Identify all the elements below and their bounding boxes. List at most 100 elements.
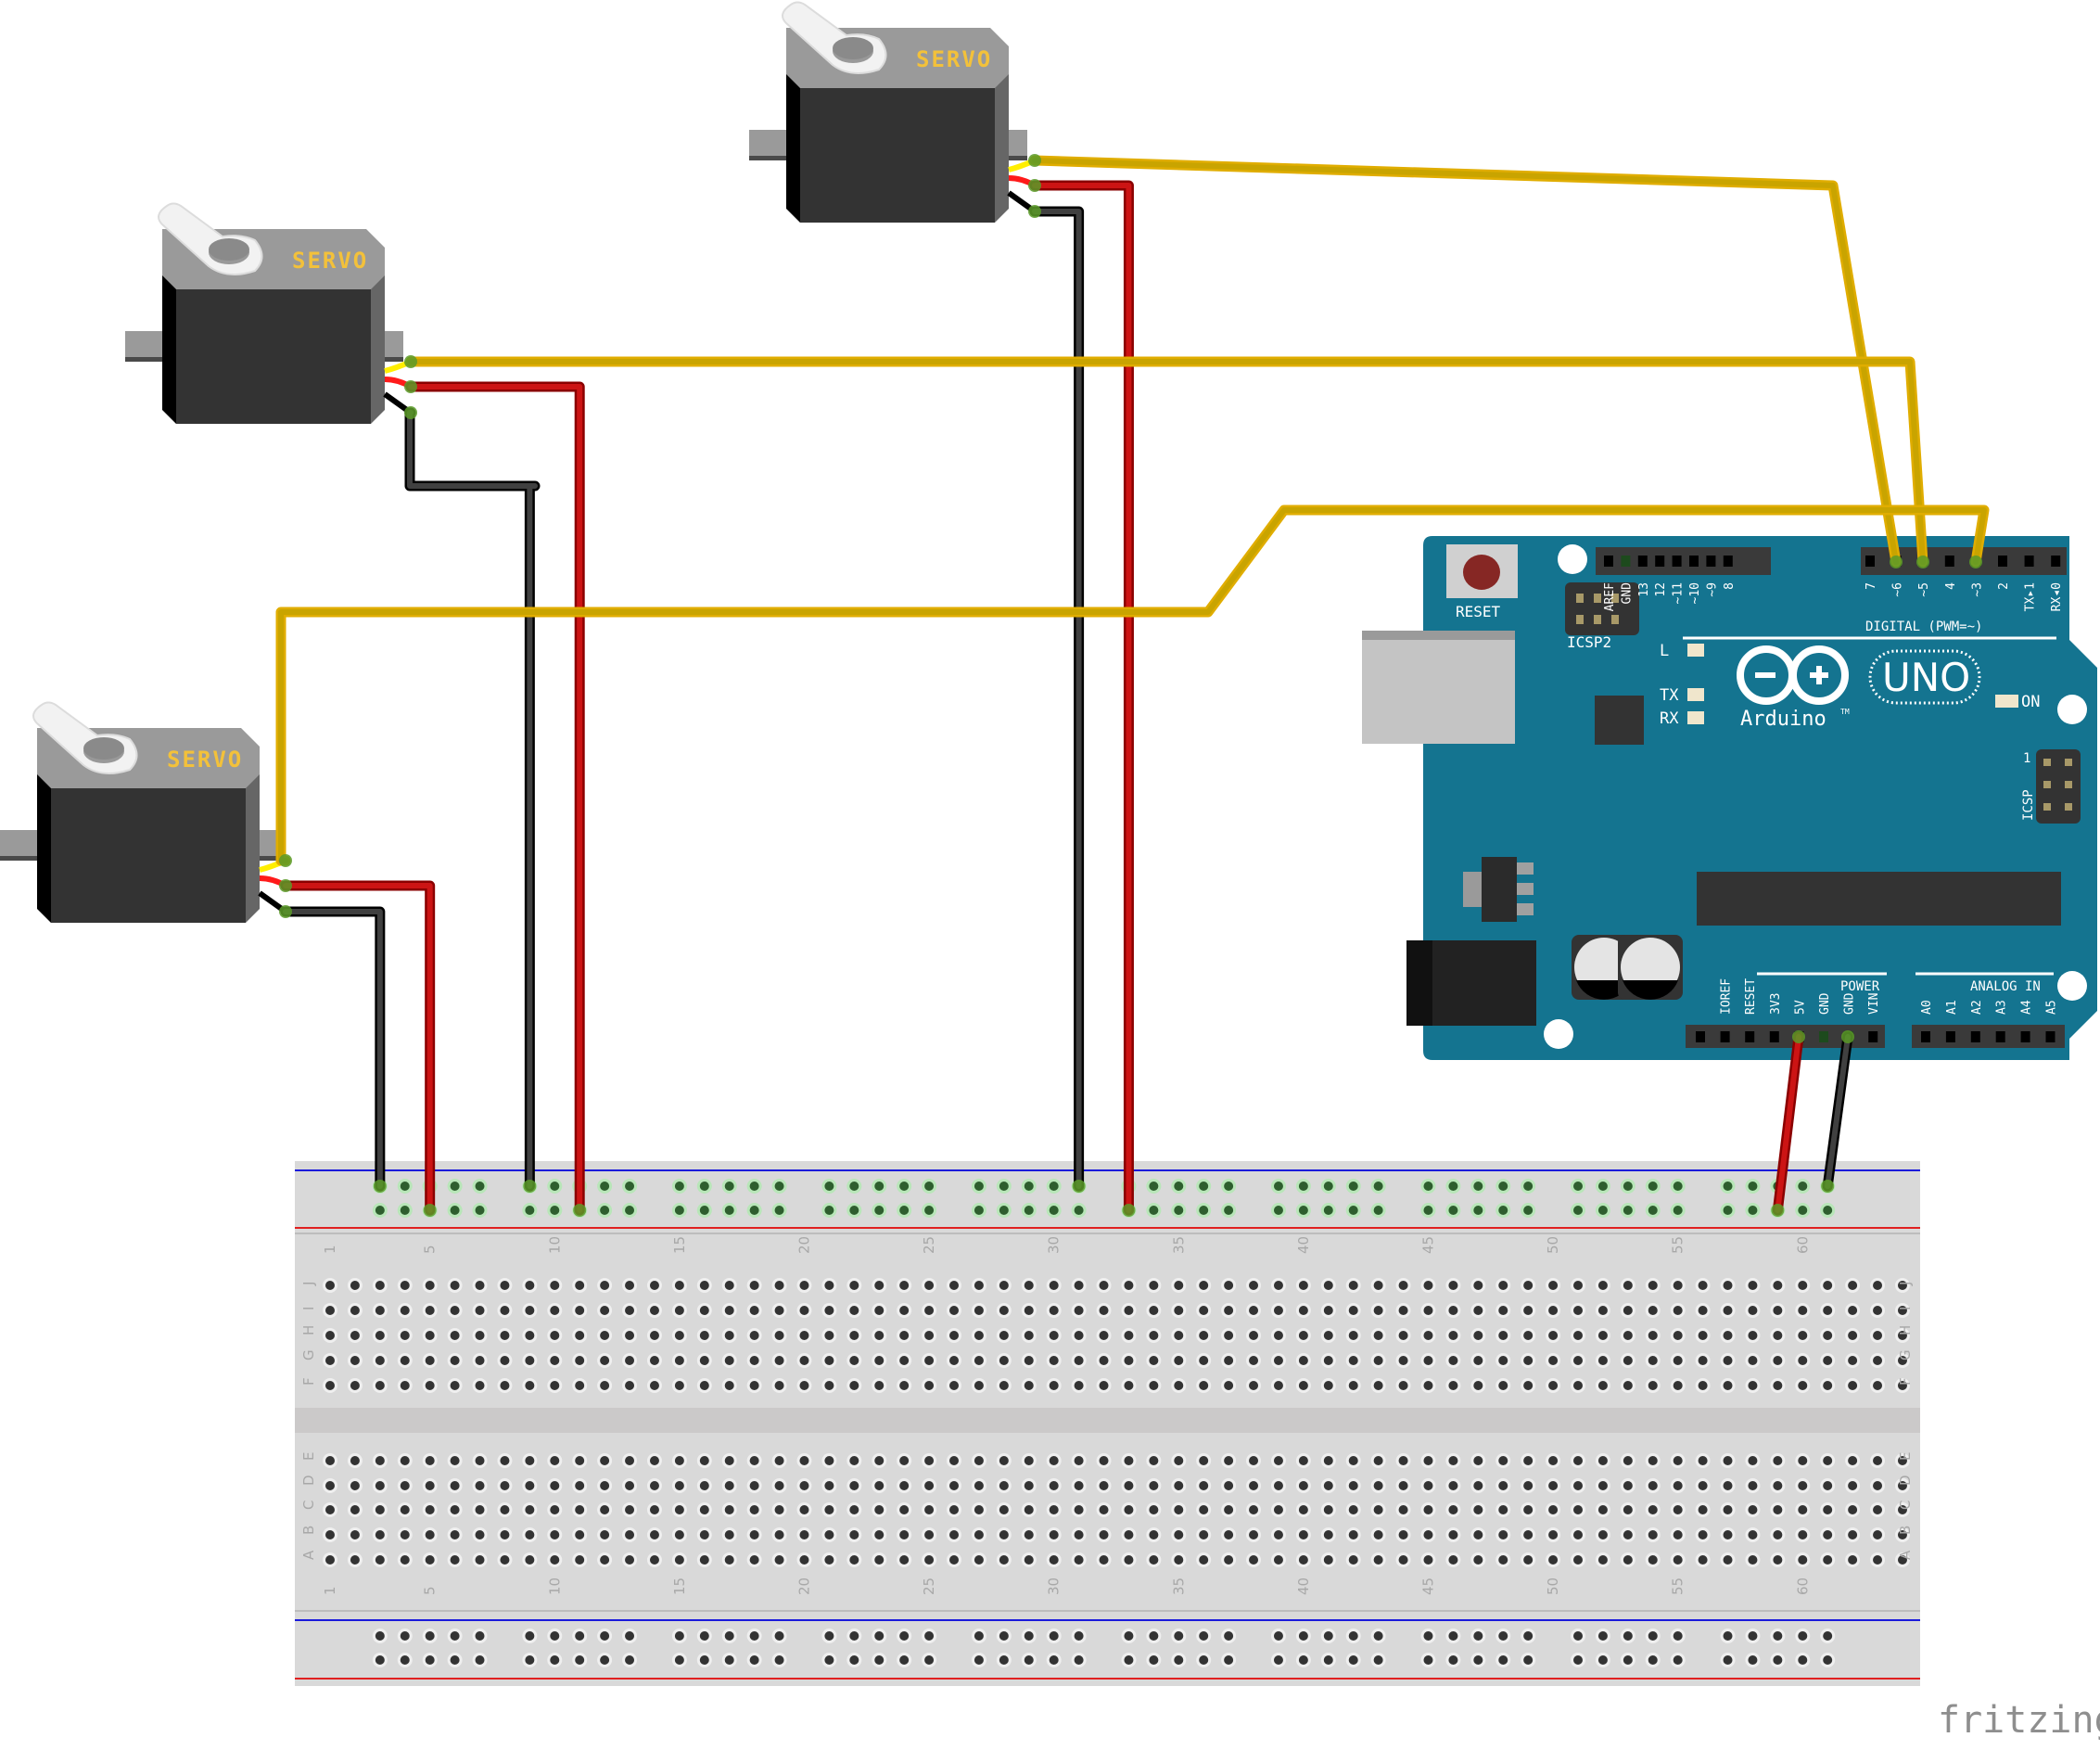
hole[interactable] (500, 1281, 510, 1290)
hole[interactable] (1823, 1555, 1833, 1565)
hole[interactable] (1298, 1505, 1308, 1514)
hole[interactable] (674, 1555, 684, 1565)
wire-endpoint[interactable] (1821, 1180, 1835, 1193)
hole[interactable] (774, 1631, 784, 1641)
hole[interactable] (1748, 1555, 1758, 1565)
hole[interactable] (1723, 1631, 1733, 1641)
hole[interactable] (724, 1182, 734, 1191)
hole[interactable] (1373, 1505, 1383, 1514)
hole[interactable] (325, 1381, 335, 1390)
hole[interactable] (425, 1381, 435, 1390)
hole[interactable] (1049, 1331, 1059, 1340)
hole[interactable] (1523, 1505, 1534, 1514)
hole[interactable] (874, 1456, 885, 1465)
hole[interactable] (899, 1281, 910, 1290)
hole[interactable] (1249, 1481, 1259, 1490)
hole[interactable] (550, 1331, 560, 1340)
hole[interactable] (1323, 1306, 1333, 1315)
hole[interactable] (649, 1306, 659, 1315)
hole[interactable] (1773, 1555, 1783, 1565)
ground-wire[interactable] (1032, 209, 1082, 1189)
hole[interactable] (525, 1456, 535, 1465)
hole[interactable] (625, 1456, 635, 1465)
hole[interactable] (1523, 1655, 1534, 1665)
hole[interactable] (899, 1306, 910, 1315)
hole[interactable] (774, 1381, 784, 1390)
hole[interactable] (1199, 1631, 1209, 1641)
hole[interactable] (774, 1481, 784, 1490)
hole[interactable] (1473, 1356, 1483, 1365)
hole[interactable] (1698, 1356, 1708, 1365)
hole[interactable] (1798, 1356, 1808, 1365)
wire-endpoint[interactable] (404, 355, 417, 368)
hole[interactable] (674, 1331, 684, 1340)
hole[interactable] (475, 1555, 485, 1565)
hole[interactable] (849, 1655, 859, 1665)
hole[interactable] (749, 1655, 759, 1665)
hole[interactable] (1149, 1356, 1159, 1365)
hole[interactable] (1348, 1655, 1358, 1665)
hole[interactable] (774, 1655, 784, 1665)
hole[interactable] (425, 1306, 435, 1315)
header-pin[interactable] (1945, 1031, 1955, 1042)
hole[interactable] (400, 1331, 410, 1340)
hole[interactable] (1723, 1356, 1733, 1365)
hole[interactable] (1074, 1631, 1084, 1641)
hole[interactable] (1423, 1631, 1433, 1641)
hole[interactable] (1448, 1655, 1458, 1665)
hole[interactable] (625, 1356, 635, 1365)
hole[interactable] (774, 1356, 784, 1365)
hole[interactable] (924, 1281, 935, 1290)
hole[interactable] (1573, 1555, 1583, 1565)
hole[interactable] (1099, 1306, 1109, 1315)
hole[interactable] (1174, 1655, 1184, 1665)
hole[interactable] (575, 1655, 585, 1665)
hole[interactable] (799, 1530, 809, 1539)
hole[interactable] (575, 1481, 585, 1490)
header-pin[interactable] (1745, 1031, 1755, 1042)
hole[interactable] (1149, 1530, 1159, 1539)
hole[interactable] (1848, 1505, 1858, 1514)
breadboard[interactable]: 1155101015152020252530303535404045455050… (295, 1161, 1920, 1686)
hole[interactable] (1773, 1530, 1783, 1539)
hole[interactable] (1149, 1555, 1159, 1565)
hole[interactable] (1823, 1456, 1833, 1465)
signal-wire[interactable] (408, 359, 1926, 565)
hole[interactable] (1723, 1306, 1733, 1315)
hole[interactable] (1049, 1306, 1059, 1315)
hole[interactable] (749, 1281, 759, 1290)
hole[interactable] (350, 1306, 360, 1315)
hole[interactable] (1124, 1555, 1134, 1565)
hole[interactable] (1773, 1306, 1783, 1315)
hole[interactable] (1149, 1306, 1159, 1315)
hole[interactable] (674, 1281, 684, 1290)
hole[interactable] (1473, 1631, 1483, 1641)
wire-endpoint[interactable] (1122, 1204, 1136, 1217)
hole[interactable] (1623, 1381, 1633, 1390)
hole[interactable] (1149, 1281, 1159, 1290)
hole[interactable] (525, 1481, 535, 1490)
hole[interactable] (824, 1655, 834, 1665)
hole[interactable] (1448, 1631, 1458, 1641)
hole[interactable] (1323, 1456, 1333, 1465)
hole[interactable] (325, 1456, 335, 1465)
hole[interactable] (1897, 1555, 1907, 1565)
arduino-5v-wire[interactable] (1775, 1034, 1801, 1213)
hole[interactable] (1149, 1331, 1159, 1340)
hole[interactable] (1698, 1555, 1708, 1565)
hole[interactable] (1149, 1381, 1159, 1390)
hole[interactable] (475, 1505, 485, 1514)
hole[interactable] (1024, 1381, 1034, 1390)
hole[interactable] (849, 1631, 859, 1641)
hole[interactable] (1848, 1555, 1858, 1565)
hole[interactable] (550, 1481, 560, 1490)
hole[interactable] (1748, 1631, 1758, 1641)
hole[interactable] (575, 1456, 585, 1465)
hole[interactable] (1798, 1182, 1808, 1191)
hole[interactable] (550, 1456, 560, 1465)
hole[interactable] (1423, 1381, 1433, 1390)
hole[interactable] (999, 1206, 1009, 1215)
hole[interactable] (1423, 1655, 1433, 1665)
hole[interactable] (1273, 1381, 1283, 1390)
hole[interactable] (1673, 1356, 1683, 1365)
